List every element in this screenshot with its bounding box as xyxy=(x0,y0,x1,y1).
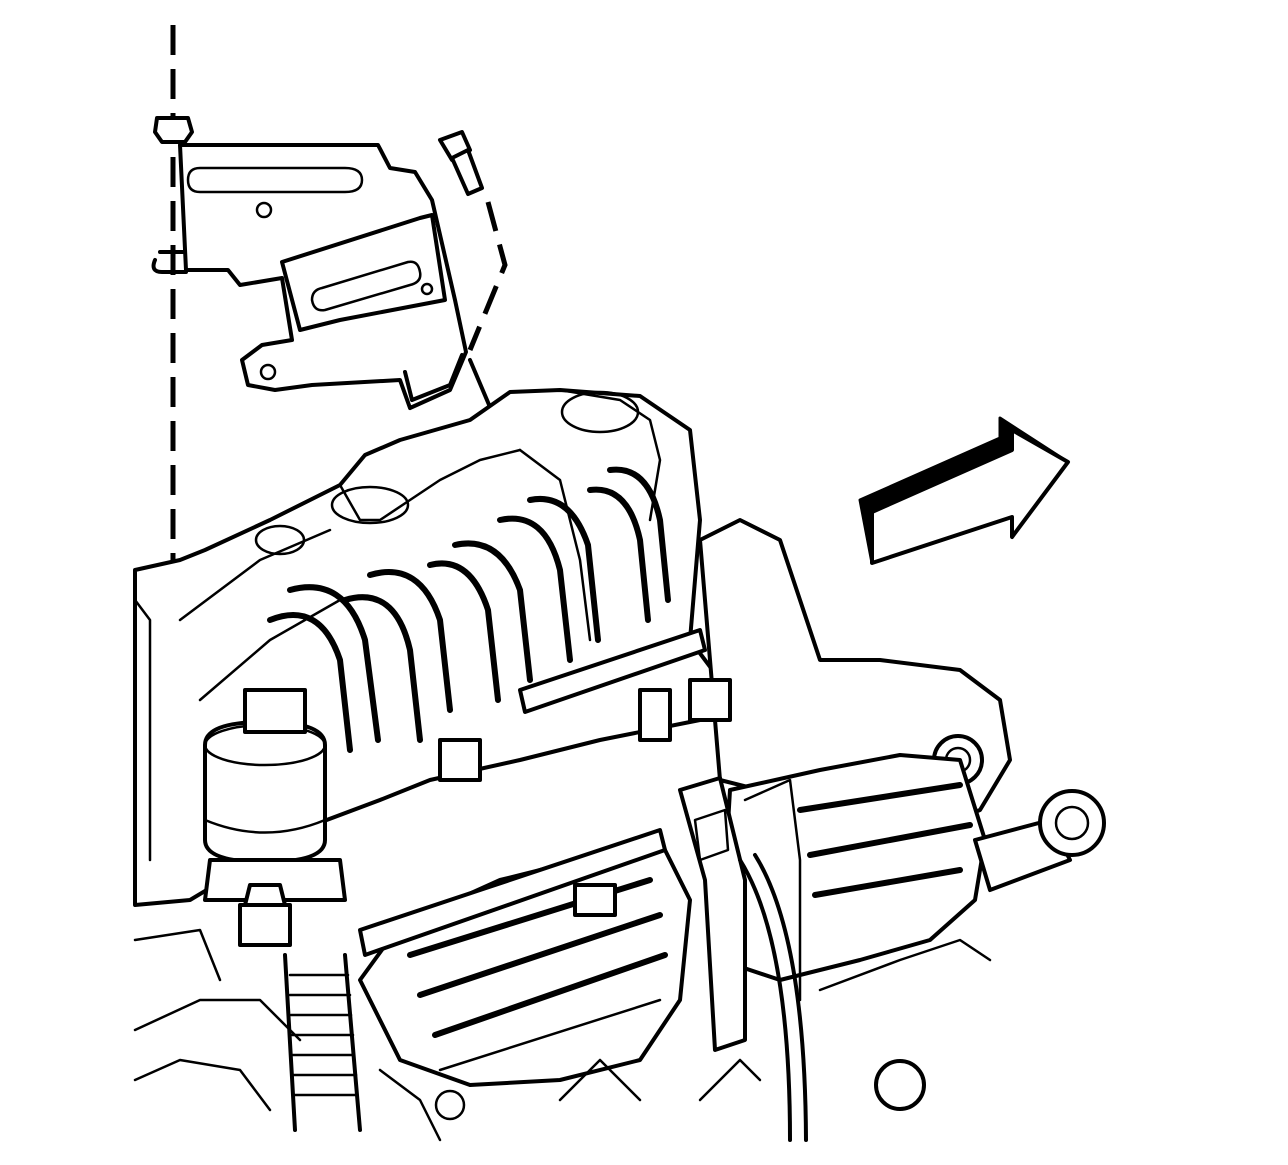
manifold-runners xyxy=(267,466,671,753)
coolant-hose xyxy=(283,953,362,1132)
fuel-rail xyxy=(358,628,732,957)
egr-valve xyxy=(203,688,347,902)
upper-nut-icon xyxy=(153,116,194,144)
support-strap xyxy=(678,776,802,1052)
bolt-guide-line xyxy=(467,201,508,351)
clip-icon xyxy=(151,250,188,274)
vacuum-hose xyxy=(738,853,808,1142)
compressor-body xyxy=(718,753,987,982)
bolt-icon xyxy=(438,130,484,196)
drive-shaft xyxy=(973,789,1106,892)
engine-block xyxy=(133,928,992,1142)
bracket-plate xyxy=(178,143,468,410)
bolt-head-icon xyxy=(238,883,292,947)
front-direction-arrow-icon xyxy=(858,416,1070,565)
